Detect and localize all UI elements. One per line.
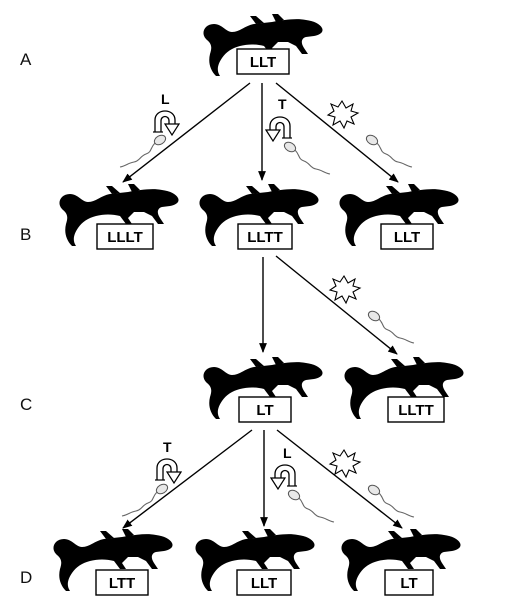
- generation-label-d: D: [20, 568, 32, 587]
- insertion-letter-a-b-left: L: [161, 91, 170, 107]
- svg-text:LT: LT: [256, 402, 273, 419]
- svg-text:LLTT: LLTT: [247, 229, 283, 246]
- generation-label-a: A: [20, 50, 32, 69]
- sperm-icon: [364, 132, 413, 168]
- genotype-box-c-mid: LT: [238, 396, 292, 423]
- genotype-box-c-right: LLTT: [387, 396, 445, 423]
- genotype-box-b-left: LLLT: [96, 223, 154, 250]
- insertion-loop-icon: [270, 464, 298, 490]
- generation-label-b: B: [20, 225, 31, 244]
- sperm-icon: [282, 139, 331, 175]
- sperm-icon: [366, 482, 415, 518]
- svg-text:LLT: LLT: [251, 575, 277, 592]
- svg-text:LLTT: LLTT: [398, 402, 434, 419]
- insertion-letter-a-b-mid: T: [278, 96, 287, 112]
- burst-icon: [329, 449, 361, 478]
- genotype-box-b-mid: LLTT: [237, 223, 293, 250]
- edge-a-to-b-left: [122, 82, 251, 183]
- insertion-loop-icon: [152, 110, 180, 136]
- genotype-box-b-right: LLT: [380, 223, 434, 250]
- svg-text:LLT: LLT: [394, 229, 420, 246]
- burst-icon: [329, 275, 361, 304]
- insertion-letter-c-d-left: T: [163, 439, 172, 455]
- genotype-box-d-left: LTT: [95, 569, 149, 596]
- genotype-box-d-right: LT: [384, 569, 434, 596]
- genotype-box-a-parent: LLT: [236, 48, 290, 75]
- sperm-icon: [119, 132, 168, 168]
- svg-text:LT: LT: [400, 575, 417, 592]
- insertion-loop-icon: [265, 116, 293, 142]
- sperm-icon: [366, 308, 415, 344]
- edge-c-to-d-right: [276, 429, 403, 529]
- generation-label-c: C: [20, 395, 32, 414]
- sperm-icon: [286, 487, 335, 523]
- burst-icon: [327, 100, 359, 129]
- genotype-box-d-mid: LLT: [236, 569, 292, 596]
- edge-c-to-d-left: [122, 429, 253, 529]
- svg-text:LLLT: LLLT: [107, 229, 143, 246]
- edge-a-to-b-right: [275, 82, 399, 183]
- edge-b-mid-to-c-right: [275, 255, 398, 355]
- insertion-letter-c-d-mid: L: [283, 445, 292, 461]
- svg-text:LLT: LLT: [250, 54, 276, 71]
- insertion-loop-icon: [154, 458, 182, 484]
- svg-text:LTT: LTT: [109, 575, 135, 592]
